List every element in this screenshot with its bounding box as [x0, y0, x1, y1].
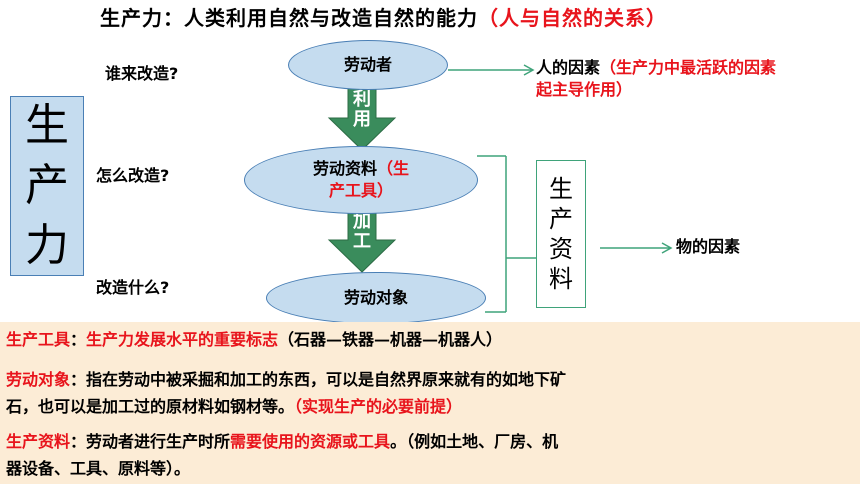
- use-char-2: 用: [353, 109, 371, 130]
- process-char-1: 加: [353, 211, 371, 232]
- human-factor-note-1: （生产力中最活跃的因素: [600, 58, 777, 77]
- labor-object-node: 劳动对象: [266, 272, 486, 324]
- process-char-2: 工: [353, 231, 371, 252]
- human-factor-arrowhead: [523, 64, 535, 76]
- title-main: 生产力：人类利用自然与改造自然的能力: [100, 6, 478, 30]
- object-explanation-line-1: 劳动对象：指在劳动中被采掘和加工的东西，可以是自然界原来就有的如地下矿: [6, 370, 567, 389]
- page-title: 生产力：人类利用自然与改造自然的能力（人与自然的关系）: [100, 2, 667, 31]
- means-highlight: 产工具: [328, 181, 377, 200]
- means-term: 生产资料: [6, 432, 71, 451]
- question-what: 改造什么?: [96, 278, 170, 297]
- mop-char-2: 产: [549, 205, 573, 233]
- means-highlight-text: 需要使用的资源或工具: [230, 432, 391, 451]
- question-how: 怎么改造?: [96, 166, 170, 185]
- question-who: 谁来改造?: [105, 64, 179, 83]
- productivity-char-1: 生: [25, 100, 69, 151]
- productivity-char-2: 产: [25, 160, 69, 211]
- tools-highlight: 生产力发展水平的重要标志: [86, 330, 279, 349]
- use-arrow-label: 利 用: [349, 90, 375, 130]
- laborer-node: 劳动者: [288, 40, 448, 90]
- productivity-box: 生 产 力: [10, 96, 84, 276]
- object-highlight: （实现生产的必要前提）: [294, 397, 463, 416]
- human-factor-note-2: 起主导作用）: [536, 80, 633, 99]
- mop-char-3: 资: [549, 235, 573, 263]
- productivity-char-3: 力: [25, 220, 69, 271]
- process-arrow-label: 加 工: [349, 212, 375, 252]
- tools-explanation: 生产工具：生产力发展水平的重要标志（石器—铁器—机器—机器人）: [6, 330, 503, 349]
- means-explanation-line-2: 器设备、工具、原料等）。: [6, 459, 191, 478]
- labor-object-label: 劳动对象: [343, 288, 408, 307]
- object-explanation-line-2: 石，也可以是加工过的原材料如钢材等。（实现生产的必要前提）: [6, 397, 463, 416]
- material-factor-text: 物的因素: [676, 237, 741, 256]
- means-of-production-box: 生 产 资 料: [536, 160, 586, 308]
- object-term: 劳动对象: [6, 370, 71, 389]
- means-explanation-line-1: 生产资料：劳动者进行生产时所需要使用的资源或工具。（例如土地、厂房、机: [6, 432, 559, 451]
- means-of-labor-node: 劳动资料（生 产工具）: [244, 146, 478, 214]
- human-factor-label: 人的因素: [536, 58, 601, 77]
- explanation-panel: 生产工具：生产力发展水平的重要标志（石器—铁器—机器—机器人） 劳动对象：指在劳…: [0, 322, 860, 484]
- material-factor-arrowhead: [661, 242, 673, 254]
- laborer-label: 劳动者: [343, 55, 392, 74]
- title-highlight: （人与自然的关系）: [478, 6, 667, 30]
- mop-char-1: 生: [549, 175, 573, 203]
- use-char-1: 利: [353, 89, 371, 110]
- human-factor-text: 人的因素（生产力中最活跃的因素 起主导作用）: [536, 57, 776, 101]
- means-label: 劳动资料: [312, 159, 377, 178]
- mop-char-4: 料: [549, 265, 573, 293]
- tools-term: 生产工具: [6, 330, 71, 349]
